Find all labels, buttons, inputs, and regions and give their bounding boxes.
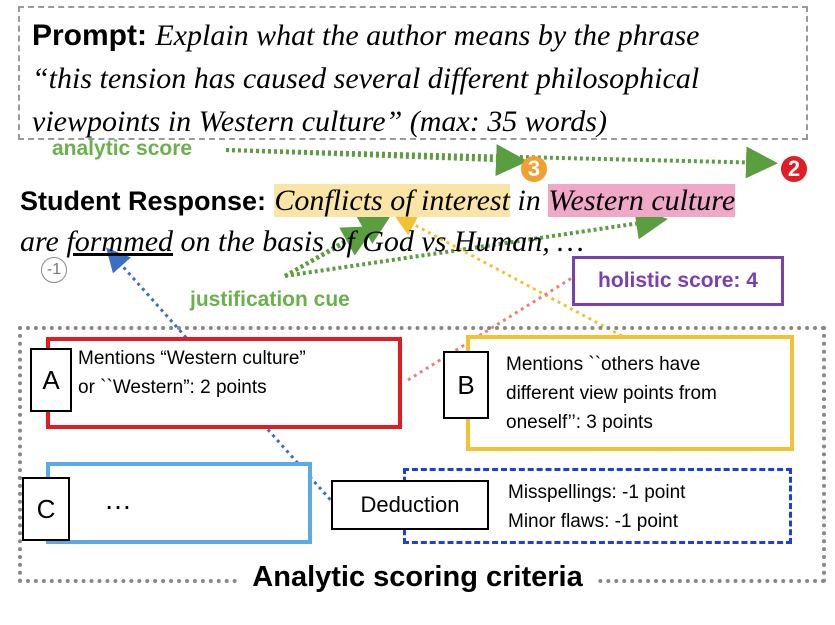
circled-three-icon: 3 <box>521 156 547 182</box>
criterion-a-box <box>46 337 402 429</box>
criterion-b-box <box>466 335 794 451</box>
misspelled-word: formmed <box>66 225 174 258</box>
justification-arrow-2 <box>284 226 375 278</box>
minus-one-marker: -1 <box>41 257 67 283</box>
student-response-label: Student Response: <box>20 186 267 216</box>
criterion-a-letter: A <box>30 348 72 412</box>
prompt-box <box>18 6 808 140</box>
criteria-title: Analytic scoring criteria <box>0 561 835 594</box>
justification-cue-label: justification cue <box>190 288 350 311</box>
prompt-text: Prompt: Explain what the author means by… <box>32 19 700 138</box>
deduction-label: Deduction <box>331 480 489 530</box>
criterion-c-ellipsis: … <box>104 484 132 515</box>
circled-two-icon: 2 <box>781 156 807 182</box>
criterion-b-text: Mentions ``others have different view po… <box>506 354 717 433</box>
criterion-c-box <box>46 462 312 544</box>
deduction-text: Misspellings: -1 point Minor flaws: -1 p… <box>508 482 686 532</box>
analytic-arrow-to-2 <box>225 146 778 179</box>
analytic-score-label: analytic score <box>52 137 193 160</box>
student-response-line-1: Student Response: Conflicts of interest … <box>20 184 736 217</box>
prompt-line-1: Explain what the author means by the phr… <box>155 19 700 52</box>
criterion-b-letter: B <box>443 351 489 419</box>
holistic-score-box: holistic score: 4 <box>572 256 784 306</box>
prompt-line-2: “this tension has caused several differe… <box>32 62 700 95</box>
criterion-a-text: Mentions “Western culture” or ``Western”… <box>78 348 306 398</box>
highlight-western-culture: Western culture <box>548 184 736 217</box>
criterion-a-link <box>407 266 589 382</box>
prompt-label: Prompt <box>32 19 137 52</box>
highlight-conflicts-of-interest: Conflicts of interest <box>274 184 510 217</box>
prompt-line-3: viewpoints in Western culture” (max: 35 … <box>32 105 607 138</box>
criterion-b-link <box>392 213 623 338</box>
student-response-line-2: are formmed on the basis of God vs Human… <box>20 225 584 258</box>
criterion-c-letter: C <box>22 477 70 541</box>
